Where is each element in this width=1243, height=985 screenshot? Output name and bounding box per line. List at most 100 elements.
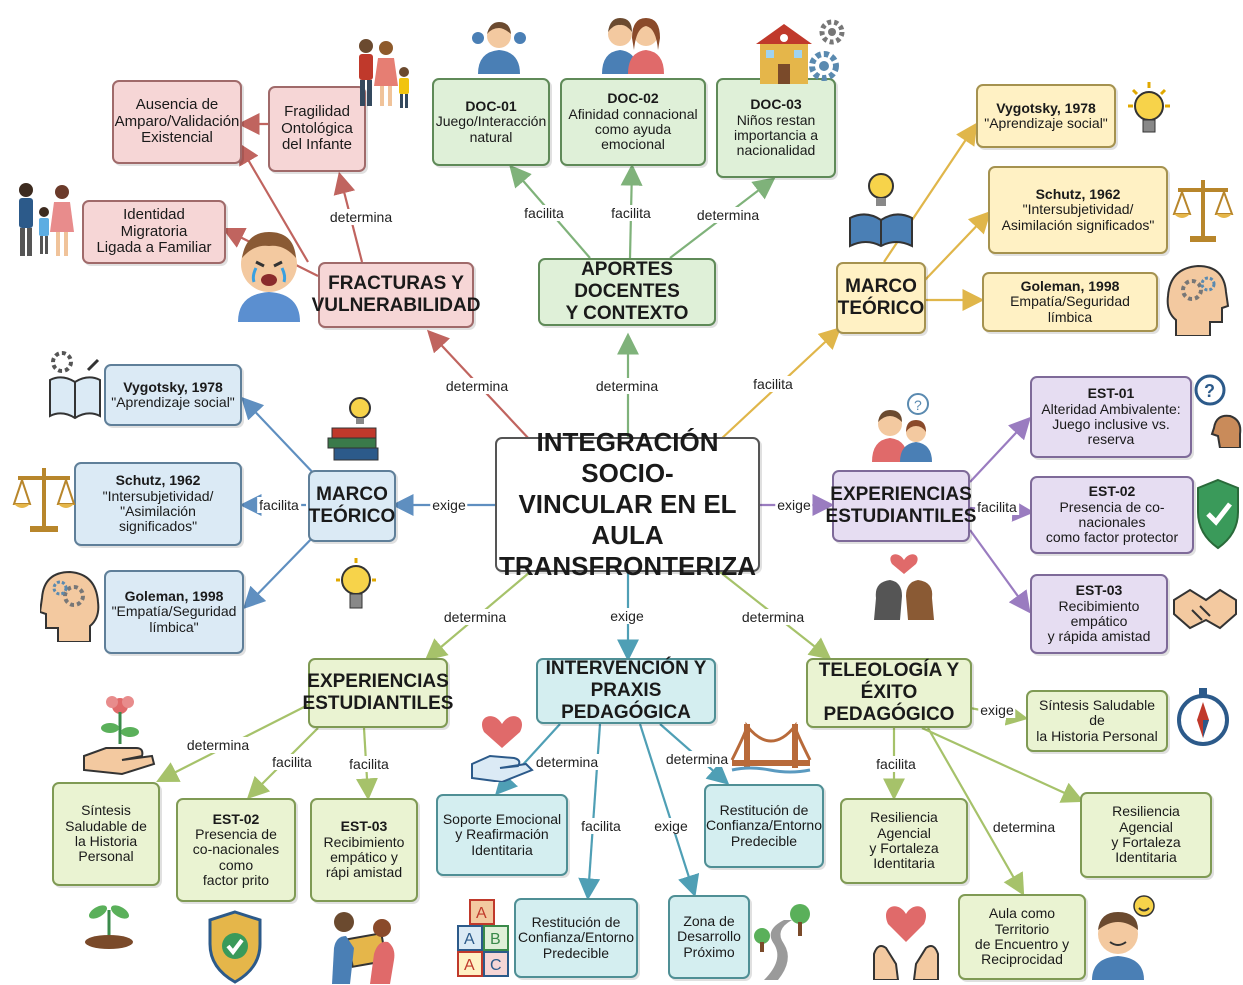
question-head-icon: ? xyxy=(1194,372,1242,448)
central-concept-node: INTEGRACIÓN SOCIO- VINCULAR EN EL AULA T… xyxy=(495,427,760,581)
doc01-title: DOC-01 xyxy=(465,97,517,114)
svg-text:B: B xyxy=(490,931,501,948)
edge-label-facilita: facilita xyxy=(579,818,623,834)
thinking-students-icon: ? xyxy=(870,392,934,462)
handshake-icon xyxy=(1172,580,1238,638)
edge-label-facilita: facilita xyxy=(751,376,795,392)
edge-label-determina: determina xyxy=(533,754,601,770)
scales-icon xyxy=(1172,174,1234,244)
marco-teorico-right-node: MARCO TEÓRICO xyxy=(836,262,926,334)
edge-label-facilita: facilita xyxy=(874,756,918,772)
sintesis-bottom-text: Síntesis Saludable de la Historia Person… xyxy=(65,802,147,865)
edge-label-facilita: facilita xyxy=(347,756,391,772)
doc03-node: DOC-03 Niños restan importancia a nacion… xyxy=(716,78,836,178)
edge-label-exige: exige xyxy=(775,497,813,513)
vygotsky-right-title: Vygotsky, 1978 xyxy=(996,99,1096,116)
doc02-body: Afinidad connacional como ayuda emociona… xyxy=(568,105,698,153)
aportes-title: APORTES DOCENTES Y CONTEXTO xyxy=(565,259,689,324)
lightbulb-icon xyxy=(1124,80,1174,146)
est03-right-node: EST-03 Recibimiento empático y rápida am… xyxy=(1030,574,1168,654)
schutz-right-title: Schutz, 1962 xyxy=(1035,185,1121,202)
goleman-left-node: Goleman, 1998 "Empatía/Seguridad límbica… xyxy=(104,570,244,654)
svg-text:C: C xyxy=(490,957,502,974)
aula-territorio-node: Aula como Territorio de Encuentro y Reci… xyxy=(958,894,1086,980)
edge-label-exige: exige xyxy=(652,818,690,834)
goleman-left-title: Goleman, 1998 xyxy=(124,587,224,604)
vygotsky-right-node: Vygotsky, 1978 "Aprendizaje social" xyxy=(976,84,1116,148)
fragilidad-node: Fragilidad Ontológica del Infante xyxy=(268,86,366,172)
book-gear-icon xyxy=(48,350,102,420)
edge-label-exige: exige xyxy=(608,608,646,624)
restitucion-bottom-node: Restitución de Confianza/Entorno Predeci… xyxy=(514,898,638,978)
restitucion-right-text: Restitución de Confianza/Entorno Predeci… xyxy=(706,801,822,849)
schutz-left-node: Schutz, 1962 "Intersubjetividad/ "Asimil… xyxy=(74,462,242,546)
identidad-migratoria-node: Identidad Migratoria Ligada a Familiar xyxy=(82,200,226,264)
svg-text:A: A xyxy=(464,957,475,974)
head-gears-icon xyxy=(40,566,102,642)
resiliencia-left-node: Resiliencia Agencial y Fortaleza Identit… xyxy=(840,798,968,884)
marco-teorico-right-title: MARCO TEÓRICO xyxy=(837,276,925,319)
marco-teorico-left-node: MARCO TEÓRICO xyxy=(308,470,396,542)
marco-teorico-left-title: MARCO TEÓRICO xyxy=(308,484,396,527)
crying-child-icon xyxy=(228,222,310,322)
est03-bottom-node: EST-03 Recibimiento empático y rápi amis… xyxy=(310,798,418,902)
edge-label-determina: determina xyxy=(441,609,509,625)
edge-label-determina: determina xyxy=(443,378,511,394)
family-icon xyxy=(352,36,412,112)
svg-text:?: ? xyxy=(914,397,922,413)
soporte-emocional-text: Soporte Emocional y Reafirmación Identit… xyxy=(442,810,562,858)
experiencias-right-node: EXPERIENCIAS ESTUDIANTILES xyxy=(826,470,976,542)
est03-right-body: Recibimiento empático y rápida amistad xyxy=(1047,597,1151,645)
central-concept-title: INTEGRACIÓN SOCIO- VINCULAR EN EL AULA T… xyxy=(498,426,757,582)
svg-text:?: ? xyxy=(1204,381,1215,401)
edge-label-determina: determina xyxy=(739,609,807,625)
resiliencia-right-text: Resiliencia Agencial y Fortaleza Identit… xyxy=(1111,803,1181,866)
ausencia-text: Ausencia de Amparo/Validación Existencia… xyxy=(114,96,240,147)
edge-label-determina: determina xyxy=(990,819,1058,835)
sintesis-teleologia-node: Síntesis Saludable de la Historia Person… xyxy=(1026,690,1168,752)
seedling-icon xyxy=(82,890,136,950)
schutz-right-body: "Intersubjetividad/ Asimilación signific… xyxy=(1001,201,1155,233)
edge-label-determina: determina xyxy=(593,378,661,394)
hand-plant-icon xyxy=(82,690,156,776)
sintesis-teleologia-text: Síntesis Saludable de la Historia Person… xyxy=(1036,696,1158,744)
sintesis-bottom-node: Síntesis Saludable de la Historia Person… xyxy=(52,782,160,886)
doc01-body: Juego/Interacción natural xyxy=(435,113,547,145)
edge-label-determina: determina xyxy=(694,207,762,223)
vygotsky-right-body: "Aprendizaje social" xyxy=(984,115,1108,131)
lightbulb-icon xyxy=(334,556,378,622)
edge-label-facilita: facilita xyxy=(257,497,301,513)
schutz-right-node: Schutz, 1962 "Intersubjetividad/ Asimila… xyxy=(988,166,1168,254)
edge-label-facilita: facilita xyxy=(975,499,1019,515)
edge-label-exige: exige xyxy=(430,497,468,513)
est03-bottom-body: Recibimiento empático y rápi amistad xyxy=(323,833,405,881)
teacher-icon xyxy=(470,16,528,74)
vygotsky-left-title: Vygotsky, 1978 xyxy=(123,378,223,395)
est01-right-body: Alteridad Ambivalente: Juego inclusive v… xyxy=(1041,400,1181,448)
zona-desarrollo-text: Zona de Desarrollo Próximo xyxy=(677,912,741,960)
edge-label-determina: determina xyxy=(184,737,252,753)
schutz-left-body: "Intersubjetividad/ "Asimilación signifi… xyxy=(102,487,214,535)
parent-child-icon xyxy=(14,180,76,260)
doc03-title: DOC-03 xyxy=(750,96,802,113)
teacher-couple-icon xyxy=(600,14,666,74)
aportes-node: APORTES DOCENTES Y CONTEXTO xyxy=(538,258,716,326)
soporte-emocional-node: Soporte Emocional y Reafirmación Identit… xyxy=(436,794,568,876)
vygotsky-left-node: Vygotsky, 1978 "Aprendizaje social" xyxy=(104,364,242,426)
edge-label-determina: determina xyxy=(327,209,395,225)
est02-bottom-node: EST-02 Presencia de co-nacionales como f… xyxy=(176,798,296,902)
goleman-left-body: "Empatía/Seguridad límbica" xyxy=(111,603,237,635)
doc02-title: DOC-02 xyxy=(607,90,659,107)
kids-puzzle-icon xyxy=(330,908,398,984)
books-lightbulb-icon xyxy=(326,394,382,464)
heart-hand-icon xyxy=(470,708,534,782)
svg-text:A: A xyxy=(464,931,475,948)
fragilidad-text: Fragilidad Ontológica del Infante xyxy=(281,103,353,154)
faces-heart-icon xyxy=(872,546,936,620)
est02-right-title: EST-02 xyxy=(1088,483,1136,500)
est02-right-body: Presencia de co-nacionales como factor p… xyxy=(1045,498,1179,546)
fracturas-node: FRACTURAS Y VULNERABILIDAD xyxy=(312,262,480,328)
edge-label-exige: exige xyxy=(978,702,1016,718)
goleman-right-node: Goleman, 1998 Empatía/Seguridad límbica xyxy=(982,272,1158,332)
